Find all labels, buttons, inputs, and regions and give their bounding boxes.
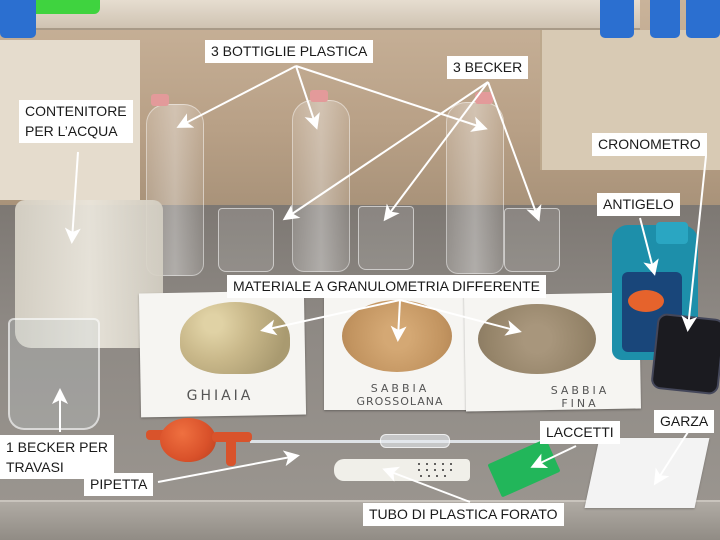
- tube-hole: [450, 463, 452, 465]
- blue-device: [600, 0, 634, 38]
- blue-device: [650, 0, 680, 38]
- coarse-sand-label-line2: GROSSOLANA: [356, 395, 444, 408]
- fine-sand-label-line2: FINA: [561, 397, 599, 410]
- fine-sand-pile: [478, 304, 596, 374]
- tube-hole: [436, 475, 438, 477]
- blue-device: [686, 0, 720, 38]
- label-water-container: CONTENITORE PER L’ACQUA: [19, 100, 133, 143]
- plastic-bottle: [446, 102, 504, 274]
- tube-hole: [434, 469, 436, 471]
- label-pipette: PIPETTA: [84, 473, 154, 496]
- plastic-bottle: [292, 100, 350, 272]
- tube-hole: [442, 469, 444, 471]
- label-water-container-line2: PER L’ACQUA: [25, 123, 118, 139]
- pipette-filler-bulb: [160, 418, 216, 462]
- bottle-cap: [310, 90, 328, 102]
- label-cable-ties: LACCETTI: [540, 421, 620, 444]
- tube-hole: [450, 469, 452, 471]
- bottle-cap: [151, 94, 169, 106]
- fine-sand-label-line1: SABBIA: [550, 384, 610, 397]
- pipette-filler-stem: [212, 432, 252, 442]
- label-perforated-tube: TUBO DI PLASTICA FORATO: [363, 503, 564, 526]
- tube-hole: [426, 469, 428, 471]
- fine-sand-handwritten-label: SABBIA FINA: [540, 384, 620, 410]
- label-transfer-beaker-line1: 1 BECKER PER: [6, 439, 108, 455]
- tube-hole: [444, 475, 446, 477]
- pipette-filler-valve: [226, 438, 236, 466]
- label-gauze: GARZA: [654, 410, 715, 433]
- tube-hole: [442, 463, 444, 465]
- antifreeze-cap: [656, 222, 688, 244]
- tube-hole: [418, 469, 420, 471]
- label-water-container-line1: CONTENITORE: [25, 103, 127, 119]
- pipette-bulb-section: [380, 434, 450, 448]
- tube-hole: [418, 463, 420, 465]
- beaker: [358, 206, 414, 270]
- coarse-sand-label-line1: SABBIA: [370, 382, 430, 395]
- label-stopwatch: CRONOMETRO: [592, 133, 707, 156]
- coarse-sand-handwritten-label: SABBIA GROSSOLANA: [340, 382, 460, 408]
- label-antifreeze: ANTIGELO: [597, 193, 680, 216]
- transfer-beaker: [8, 318, 100, 430]
- label-transfer-beaker: 1 BECKER PER TRAVASI: [0, 435, 114, 479]
- blue-device: [0, 0, 36, 38]
- upper-shelf: [30, 0, 640, 30]
- label-transfer-beaker-line2: TRAVASI: [6, 459, 64, 475]
- tube-hole: [434, 463, 436, 465]
- gravel-pile: [180, 302, 290, 374]
- beaker: [218, 208, 274, 272]
- coarse-sand-pile: [342, 300, 452, 372]
- green-tray: [20, 0, 100, 14]
- smartphone-stopwatch: [650, 312, 720, 396]
- label-plastic-bottles: 3 BOTTIGLIE PLASTICA: [205, 40, 374, 63]
- tube-hole: [420, 475, 422, 477]
- label-granulometry-material: MATERIALE A GRANULOMETRIA DIFFERENTE: [227, 275, 547, 298]
- label-beakers: 3 BECKER: [447, 56, 529, 79]
- pipette-filler-nozzle: [146, 430, 168, 440]
- gauze-pad: [584, 438, 710, 508]
- gravel-handwritten-label: GHIAIA: [186, 388, 254, 404]
- antifreeze-logo: [628, 290, 664, 312]
- bottle-cap: [475, 92, 493, 104]
- tube-hole: [428, 475, 430, 477]
- beaker: [504, 208, 560, 272]
- tube-hole: [426, 463, 428, 465]
